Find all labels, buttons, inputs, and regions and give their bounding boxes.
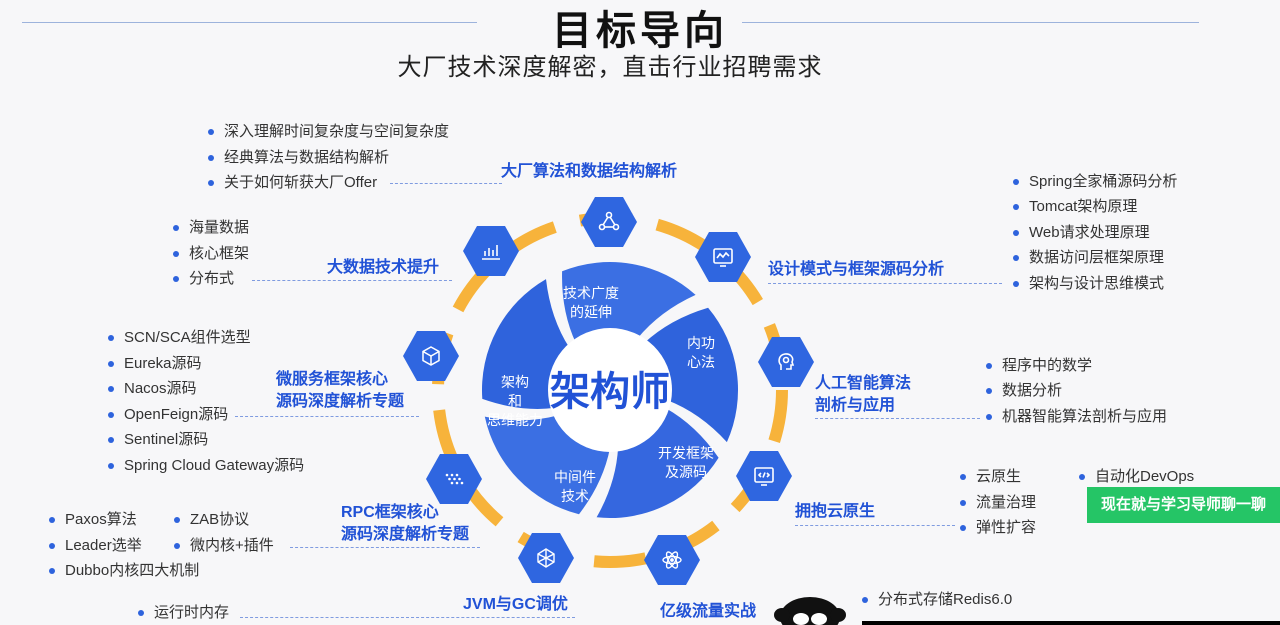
page-subtitle: 大厂技术深度解密，直击行业招聘需求 bbox=[397, 54, 823, 81]
bullet-item: Sentinel源码 bbox=[107, 431, 209, 448]
hex-algorithms bbox=[581, 197, 637, 247]
bullet-item: 架构与设计思维模式 bbox=[1012, 275, 1165, 292]
hex-rpc bbox=[426, 454, 482, 504]
bullet-item: Eureka源码 bbox=[108, 355, 202, 372]
bullet-item: 数据分析 bbox=[985, 382, 1063, 399]
hex-ai bbox=[758, 337, 814, 387]
bullet-item: 分布式 bbox=[172, 270, 235, 287]
segment-shape-inner-skill bbox=[644, 307, 739, 443]
bullet-item: 自动化DevOps bbox=[1078, 468, 1195, 485]
bullet-item: 深入理解时间复杂度与空间复杂度 bbox=[207, 123, 450, 140]
hex-design-patterns bbox=[695, 232, 751, 282]
bullet-item: Spring全家桶源码分析 bbox=[1012, 173, 1178, 190]
bottom-bar bbox=[862, 621, 1280, 625]
hex-microservices bbox=[403, 331, 459, 381]
segment-inner-skill: 内功 心法 bbox=[687, 335, 715, 370]
bullet-item: Dubbo内核四大机制 bbox=[48, 562, 200, 579]
bullet-item: 微内核+插件 bbox=[174, 537, 274, 554]
bullet-item: Leader选举 bbox=[49, 537, 142, 554]
connector-line bbox=[252, 280, 452, 281]
header-rule-right bbox=[742, 22, 1199, 23]
bullet-item: Tomcat架构原理 bbox=[1012, 198, 1138, 215]
module-label-algorithms: 大厂算法和数据结构解析 bbox=[501, 163, 678, 180]
segment-middleware: 中间件 技术 bbox=[554, 469, 596, 504]
bullet-item: 云原生 bbox=[959, 468, 1022, 485]
module-label-big-data: 大数据技术提升 bbox=[327, 259, 440, 276]
network-icon bbox=[598, 211, 620, 231]
monitor-chart-icon bbox=[713, 248, 733, 267]
code-window-icon bbox=[754, 467, 774, 486]
bullet-item: ZAB协议 bbox=[173, 511, 250, 528]
connector-line bbox=[240, 617, 575, 618]
bullet-item: 数据访问层框架原理 bbox=[1012, 249, 1165, 266]
segment-breadth: 技术广度 的延伸 bbox=[563, 285, 619, 320]
module-label-microservices: 微服务框架核心源码深度解析专题 bbox=[276, 371, 405, 410]
bullet-item: 海量数据 bbox=[172, 219, 250, 236]
connector-line bbox=[815, 418, 980, 419]
segment-framework-source: 开发框架 及源码 bbox=[658, 445, 714, 480]
page-title: 目标导向 bbox=[552, 9, 728, 53]
module-label-ai: 人工智能算法剖析与应用 bbox=[815, 375, 912, 414]
dots-grid-icon bbox=[445, 473, 464, 485]
bullet-item: 流量治理 bbox=[959, 494, 1037, 511]
bullet-item: OpenFeign源码 bbox=[107, 406, 229, 423]
hex-jvm bbox=[518, 533, 574, 583]
bullet-item: Web请求处理原理 bbox=[1013, 224, 1150, 241]
bullet-item: SCN/SCA组件选型 bbox=[108, 329, 251, 346]
connector-line bbox=[290, 547, 480, 548]
bullet-item: 程序中的数学 bbox=[985, 357, 1093, 374]
cube-icon bbox=[422, 346, 440, 366]
center-title: 架构师 bbox=[550, 370, 670, 414]
atom-icon bbox=[662, 551, 682, 569]
bullet-item: 核心框架 bbox=[172, 245, 250, 262]
bullet-item: 运行时内存 bbox=[137, 604, 230, 621]
module-label-cloud-native: 拥抱云原生 bbox=[795, 503, 876, 520]
connector-line bbox=[235, 416, 419, 417]
bullet-item: Spring Cloud Gateway源码 bbox=[107, 457, 305, 474]
hex-cloud-native bbox=[736, 451, 792, 501]
module-label-high-traffic: 亿级流量实战 bbox=[660, 603, 757, 620]
ai-head-icon bbox=[778, 353, 795, 370]
bullet-item: 分布式存储Redis6.0 bbox=[861, 591, 1013, 608]
monkey-mascot-icon bbox=[774, 597, 846, 625]
header-rule-left bbox=[22, 22, 477, 23]
module-label-rpc: RPC框架核心源码深度解析专题 bbox=[341, 504, 470, 543]
center-disc bbox=[548, 328, 672, 452]
connector-line bbox=[768, 283, 1002, 284]
module-label-jvm: JVM与GC调优 bbox=[463, 596, 568, 613]
connector-line bbox=[390, 183, 502, 184]
segment-architecture-thinking: 架构 和 思维能力 bbox=[487, 374, 543, 428]
module-label-design-patterns: 设计模式与框架源码分析 bbox=[768, 261, 945, 278]
hex-high-traffic bbox=[644, 535, 700, 585]
connector-line bbox=[795, 525, 955, 526]
hex-big-data bbox=[463, 226, 519, 276]
bullet-item: Paxos算法 bbox=[49, 511, 137, 528]
bullet-item: 经典算法与数据结构解析 bbox=[207, 149, 390, 166]
bullet-item: 关于如何斩获大厂Offer bbox=[207, 174, 378, 191]
bullet-item: 弹性扩容 bbox=[959, 519, 1037, 536]
chat-with-mentor-button[interactable]: 现在就与学习导师聊一聊 bbox=[1087, 487, 1280, 523]
bullet-item: 机器智能算法剖析与应用 bbox=[985, 408, 1168, 425]
bar-chart-icon bbox=[482, 245, 500, 260]
bullet-item: Nacos源码 bbox=[108, 380, 197, 397]
polyhedron-icon bbox=[537, 548, 555, 568]
